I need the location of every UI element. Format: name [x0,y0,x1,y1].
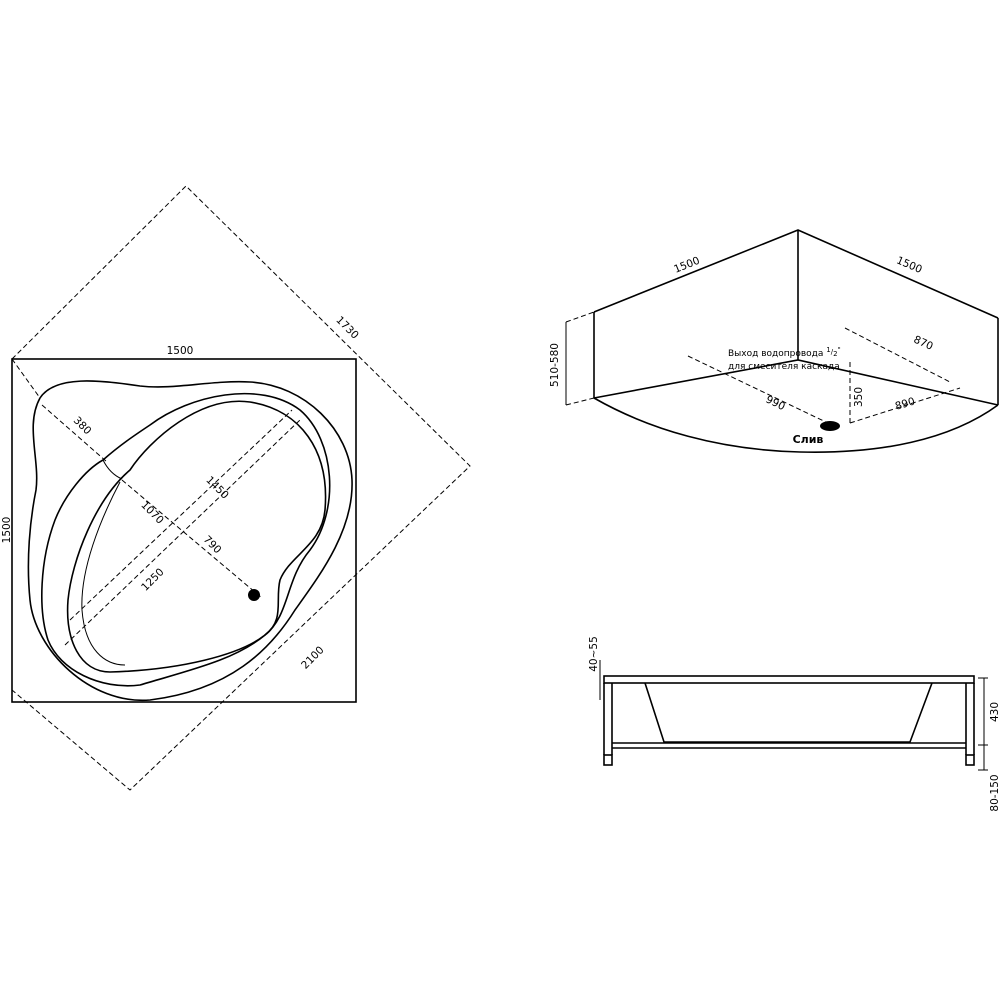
iso-dim-870-label: 870 [912,334,935,353]
plan-dim-1070-label: 1070 [138,499,165,526]
iso-drain-label: Слив [793,433,824,446]
side-depth-label: 430 [989,702,1000,722]
iso-top-edges [593,229,999,319]
iso-height-ext-bottom [565,397,595,406]
iso-left-length-label: 1500 [672,255,701,276]
bath-middle-rim [41,392,331,687]
side-rim [603,675,975,684]
iso-dim-990-label: 990 [764,394,787,414]
dim-line-380 [41,404,108,463]
side-view: 40~55 430 80-150 [588,636,1000,811]
iso-front-curve [593,397,999,453]
iso-water-outlet-label-2: для смесителя каскада [728,362,840,372]
plan-height-label: 1500 [1,517,13,544]
side-right-frame [965,683,975,755]
iso-dim-870-line [844,327,951,383]
plan-diag-1730-label: 1730 [333,314,360,341]
plan-diag-2100-label: 2100 [299,644,326,671]
bath-headrest-line [102,459,123,480]
dim-line-1250 [64,419,301,646]
side-rim-range-label: 40~55 [588,636,600,672]
plan-outline [11,358,357,703]
iso-drain-icon [820,421,840,431]
plan-dash-corner [11,358,41,399]
iso-height-ext-top [565,311,595,323]
plan-width-label: 1500 [167,345,194,357]
side-left-frame [603,683,613,755]
iso-water-outlet-label: Выход водопровода 1/2" [728,346,841,359]
dim-line-1070 [69,409,293,621]
plan-dim-790-label: 790 [201,534,224,557]
bath-inner-basin [66,400,327,673]
iso-dim-990-line [687,355,831,425]
bath-outer-rim [27,380,353,701]
side-legs-range-label: 80-150 [989,774,1000,811]
iso-dim-890-line [849,387,961,424]
iso-height-range-label: 510-580 [549,343,561,387]
side-basin [644,682,933,743]
iso-right-length-label: 1500 [895,254,924,275]
iso-view: 1500 1500 510-580 Выход водопровода 1/2"… [549,229,999,453]
plan-diagonal-frame [11,185,471,791]
plan-view: 1500 1500 1730 2100 380 1450 1070 790 12… [1,185,471,791]
iso-floor-edges [593,359,999,406]
plan-dim-1450-label: 1450 [203,474,230,501]
side-left-leg [603,754,613,766]
side-right-leg [965,754,975,766]
dim-line-long-axis [121,479,263,599]
plan-drain-icon [248,589,260,601]
side-dim-ticks [978,677,988,771]
side-frame-rail [612,742,966,749]
bath-seat-line [81,481,126,666]
iso-dim-890-label: 890 [894,395,917,412]
iso-dim-350-label: 350 [853,387,865,407]
